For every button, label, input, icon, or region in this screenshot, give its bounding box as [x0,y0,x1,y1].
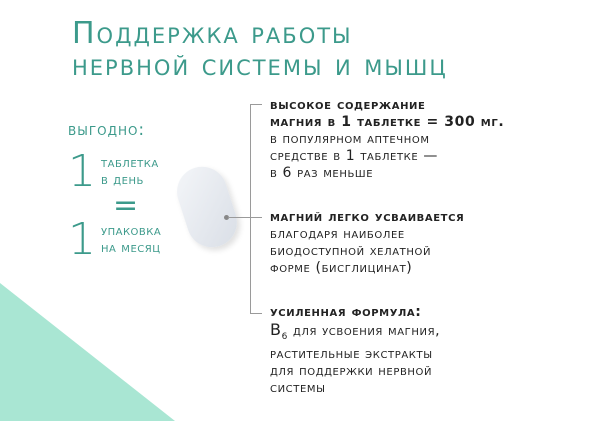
bracket-tick [250,104,262,105]
t: таблетка [101,155,159,171]
feature-heading: усиленная формула: [270,304,422,320]
page-title: Поддержка работы нервной системы и мышц [72,18,448,82]
feature-text: благодаря наиболее [270,226,405,242]
feature-1: высокое содержание магния в 1 таблетке =… [270,97,504,182]
title-line-2: нервной системы и мышц [72,48,448,83]
vitamin-b: B [270,320,282,339]
feature-heading: магний легко усваивается [270,209,465,225]
t: на месяц [101,240,161,256]
feature-text: средстве в 1 таблетке — [270,148,438,164]
mint-triangle-decoration [0,283,175,421]
benefit-label: выгодно: [68,120,146,140]
feature-3: усиленная формула: B6 для усвоения магни… [270,304,440,397]
pointer-dot [224,215,229,220]
feature-heading: магния в 1 таблетке = 300 мг. [270,114,505,130]
vitamin-sub: 6 [281,331,288,342]
feature-text: для поддержки нервной [270,362,433,379]
bracket-line [250,104,251,314]
feature-2: магний легко усваивается благодаря наибо… [270,209,464,277]
number-one: 1 [68,146,97,197]
t: упаковка [101,223,162,239]
t: для усвоения магния, [287,323,441,339]
feature-text: биодоступной хелатной [270,243,432,259]
feature-text: в популярном аптечном [270,131,430,147]
feature-text: растительные экстракты [270,345,433,362]
feature-text: системы [270,379,326,396]
feature-text: форме (бисглицинат) [270,260,413,276]
t: в день [101,172,144,188]
feature-heading: высокое содержание [270,97,426,113]
equals-sign: = [113,188,140,223]
tablet-image [170,160,244,254]
bracket-tick [250,313,262,314]
feature-text: B6 для усвоения магния, [270,321,440,346]
number-one: 1 [68,214,97,265]
feature-text: в 6 раз меньше [270,165,374,181]
title-line-1: Поддержка работы [72,16,353,51]
pointer-line [228,217,262,218]
